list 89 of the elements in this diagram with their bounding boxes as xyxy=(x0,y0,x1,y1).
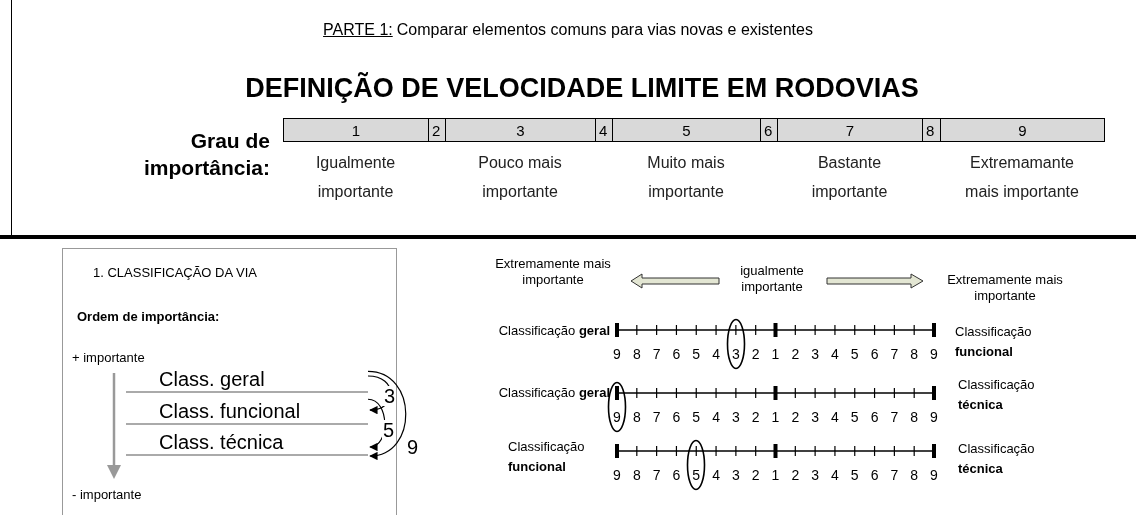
scale-number: 3 xyxy=(730,410,741,424)
scale-row-label: Classificação técnica xyxy=(958,440,1036,478)
scale-number: 4 xyxy=(830,347,840,361)
scale-number: 8 xyxy=(909,347,920,361)
scale-number: 5 xyxy=(849,410,860,424)
scale-cell: 1 xyxy=(283,118,429,142)
scale-number: 9 xyxy=(929,410,939,424)
scale-cell: 3 xyxy=(445,118,596,142)
scale-number: 7 xyxy=(889,410,900,424)
scale-number: 4 xyxy=(830,410,840,424)
scale-caption: Pouco mais importante xyxy=(477,153,563,202)
scale-caption: Igualmente importante xyxy=(314,153,397,202)
scale-number: 3 xyxy=(810,410,820,424)
scale-row-label: Classificação funcional xyxy=(955,323,1033,361)
scale-number: 8 xyxy=(631,347,642,361)
scale-cell: 7 xyxy=(777,118,923,142)
scale-number: 5 xyxy=(691,468,702,482)
scale-number: 7 xyxy=(651,410,662,424)
scale-cell: 5 xyxy=(612,118,761,142)
scale-number: 2 xyxy=(750,410,761,424)
scale-number: 8 xyxy=(909,468,920,482)
scale-number: 6 xyxy=(671,468,682,482)
scale-cell: 6 xyxy=(760,118,778,142)
scale-number: 5 xyxy=(849,347,860,361)
scale-number: 3 xyxy=(810,468,820,482)
scale-number: 9 xyxy=(929,347,939,361)
scale-number: 2 xyxy=(750,468,761,482)
scale-end-label: - importante xyxy=(72,486,142,504)
scale-number: 2 xyxy=(790,347,801,361)
scale-number: 4 xyxy=(711,347,721,361)
part-heading: PARTE 1: xyxy=(323,20,393,40)
scale-caption: Muito mais importante xyxy=(646,153,726,202)
scale-cell: 9 xyxy=(940,118,1105,142)
scale-number: 4 xyxy=(711,410,721,424)
scale-number: 6 xyxy=(869,410,880,424)
scale-number: 2 xyxy=(790,468,801,482)
scale-row-label: Classificação geral xyxy=(498,384,610,402)
scale-heading: Grau de importância: xyxy=(142,128,270,181)
scale-number: 5 xyxy=(691,347,702,361)
scale-number: 6 xyxy=(869,347,880,361)
scale-number: 9 xyxy=(612,410,622,424)
scale-number: 6 xyxy=(671,347,682,361)
scale-row-label: Classificação técnica xyxy=(958,376,1036,414)
section-heading: 1. CLASSIFICAÇÃO DA VIA xyxy=(93,264,257,282)
scale-number: 1 xyxy=(770,468,781,482)
edge-label: 5 xyxy=(382,420,396,440)
scale-number: 7 xyxy=(651,347,662,361)
scale-number: 7 xyxy=(651,468,662,482)
scale-number: 1 xyxy=(770,347,781,361)
scale-row-label: Classificação funcional xyxy=(508,438,586,476)
section-subheading: Ordem de importância: xyxy=(77,308,220,326)
scale-number: 3 xyxy=(810,347,820,361)
scale-end-label: Extremamente mais importante xyxy=(946,272,1064,304)
scale-number: 5 xyxy=(849,468,860,482)
subtitle: Comparar elementos comuns para vias novas e existentes xyxy=(396,20,813,40)
rank-label: Class. técnica xyxy=(159,432,284,452)
scale-end-label: + importante xyxy=(72,349,145,367)
scale-end-label: Extremamente mais importante xyxy=(494,256,612,288)
scale-number: 7 xyxy=(889,468,900,482)
scale-number: 6 xyxy=(671,410,682,424)
scale-number: 1 xyxy=(770,410,781,424)
scale-number: 4 xyxy=(711,468,721,482)
panel-card xyxy=(62,248,397,515)
scale-caption: Extremamante mais importante xyxy=(964,153,1080,202)
scale-number: 3 xyxy=(730,347,741,361)
edge-label: 9 xyxy=(406,437,420,457)
scale-number: 6 xyxy=(869,468,880,482)
scale-number: 3 xyxy=(730,468,741,482)
scale-cell: 4 xyxy=(595,118,613,142)
scale-number: 7 xyxy=(889,347,900,361)
scale-number: 9 xyxy=(612,347,622,361)
title: DEFINIÇÃO DE VELOCIDADE LIMITE EM RODOVIAS xyxy=(244,71,920,105)
scale-caption: Bastante importante xyxy=(810,153,889,202)
scale-number: 2 xyxy=(750,347,761,361)
rank-label: Class. geral xyxy=(159,369,265,389)
scale-center-label: igualmente importante xyxy=(739,263,805,295)
scale-number: 8 xyxy=(909,410,920,424)
scale-number: 8 xyxy=(631,410,642,424)
rank-label: Class. funcional xyxy=(159,401,301,421)
scale-cell: 2 xyxy=(428,118,446,142)
scale-number: 9 xyxy=(929,468,939,482)
scale-number: 8 xyxy=(631,468,642,482)
scale-row-label: Classificação geral xyxy=(498,322,610,340)
scale-number: 9 xyxy=(612,468,622,482)
scale-number: 2 xyxy=(790,410,801,424)
scale-number: 4 xyxy=(830,468,840,482)
curved-arrow xyxy=(367,370,407,459)
edge-label: 3 xyxy=(383,386,397,406)
scale-number: 5 xyxy=(691,410,702,424)
